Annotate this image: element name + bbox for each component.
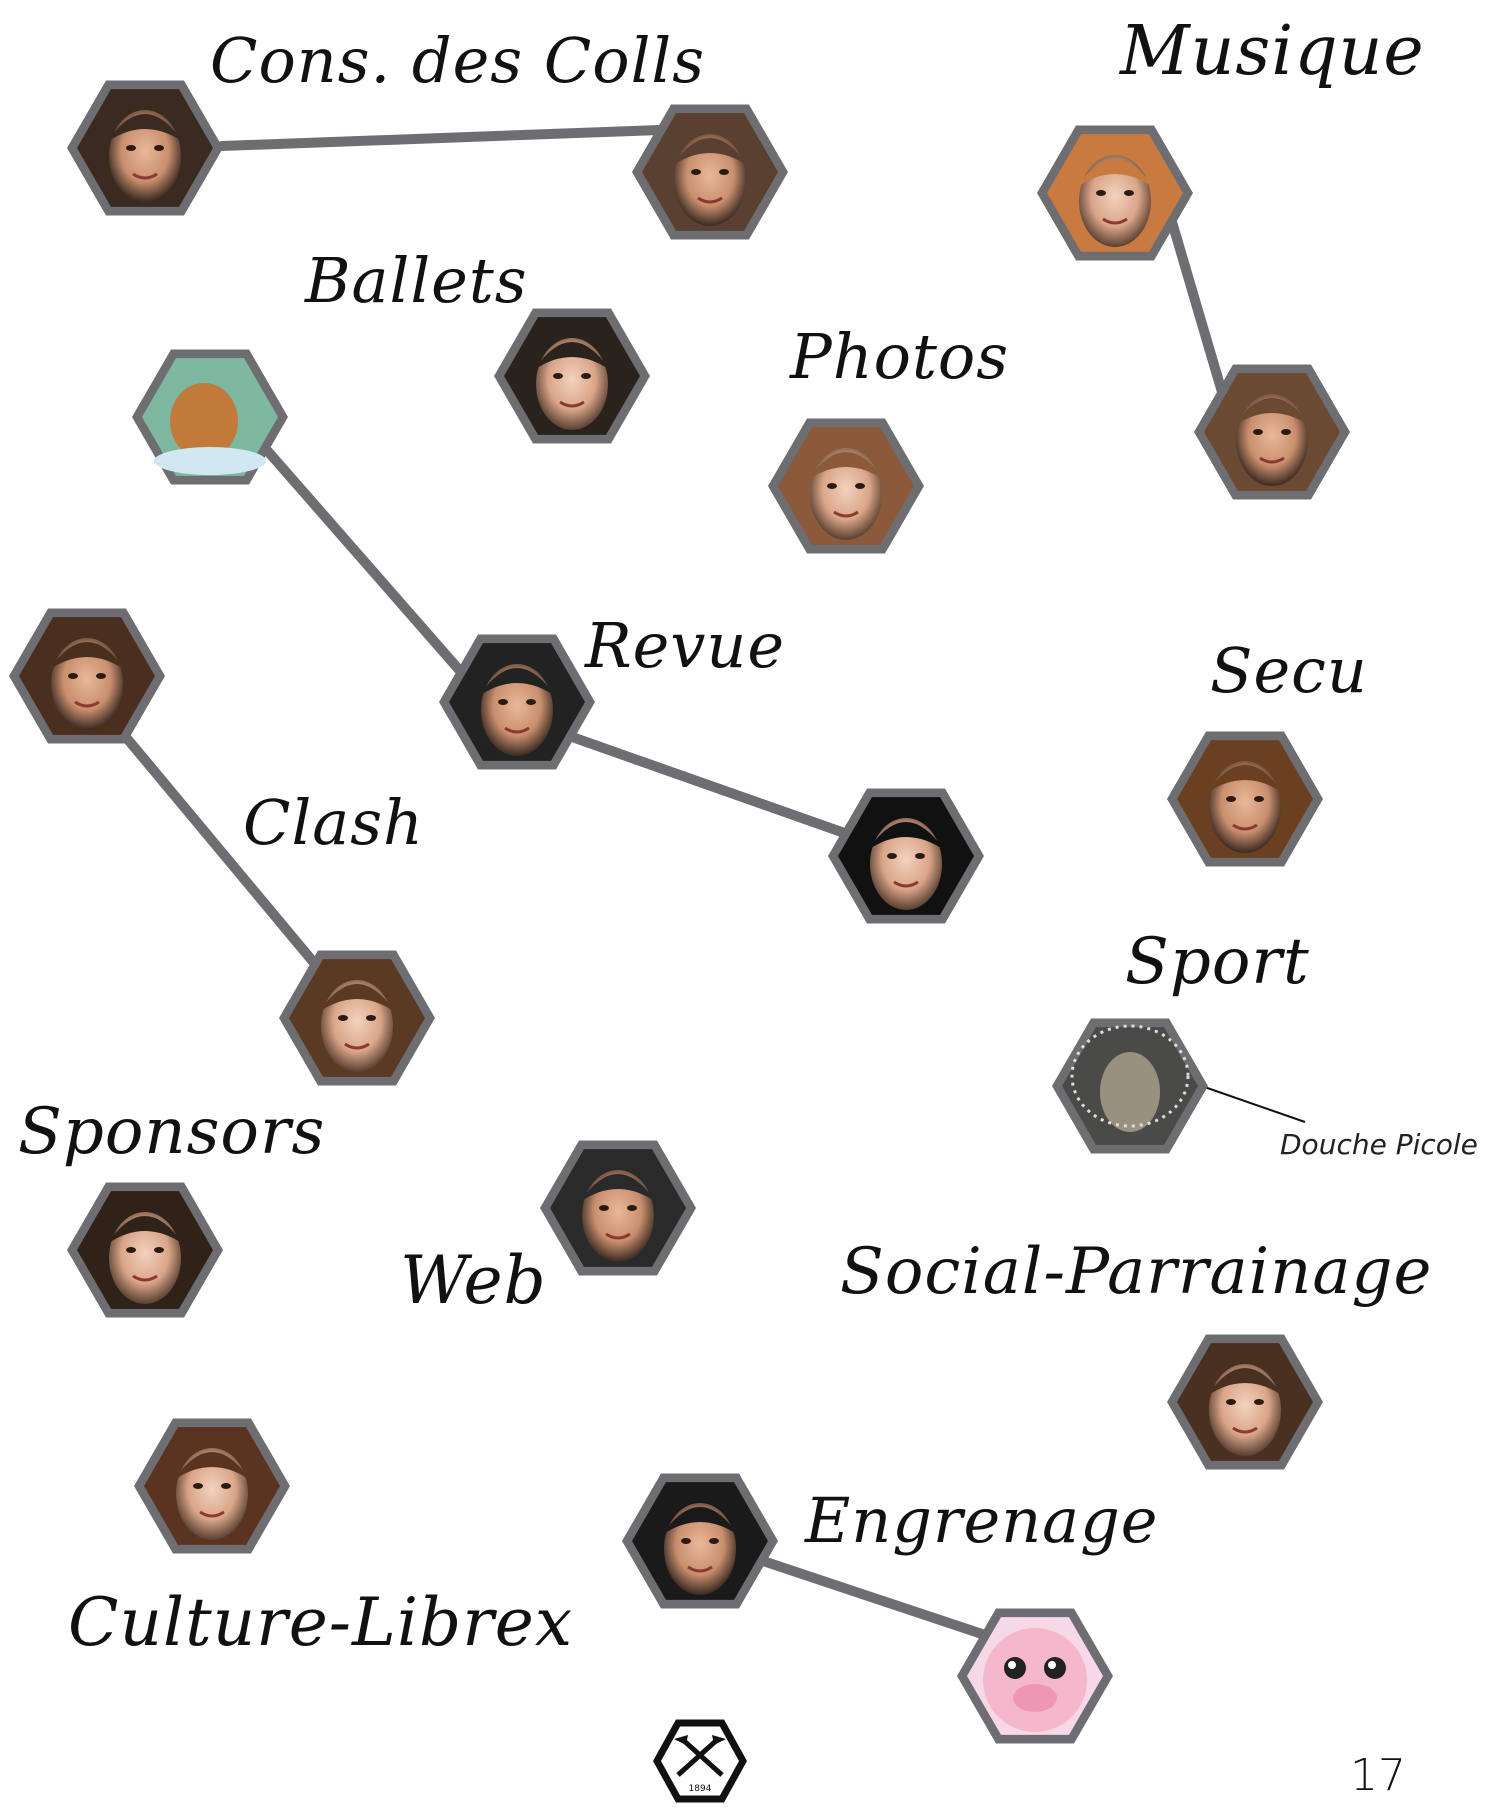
avatar-culture-librex [134,1418,290,1554]
group-label-revue: Revue [585,609,786,682]
avatar-sport [1052,1018,1208,1154]
connector-cons-des-colls [217,125,665,151]
page-number: 17 [1350,1750,1406,1801]
group-label-web: Web [400,1242,547,1319]
avatar-photos [768,418,924,554]
connector-musique [1167,217,1227,397]
club-logo: 1894 [653,1719,747,1803]
group-label-secu: Secu [1210,634,1368,707]
group-label-sport: Sport [1125,925,1310,999]
avatar-group [9,80,1350,1744]
logo-year: 1894 [689,1784,712,1794]
group-label-musique: Musique [1120,12,1425,91]
connector-revue-lower [570,733,855,840]
group-label-sponsors: Sponsors [18,1095,326,1169]
avatar-clash-2 [279,950,435,1086]
avatar-engrenage-pig [957,1608,1113,1744]
connector-lines [115,125,1227,1640]
avatar-revue-dog [132,349,288,485]
avatar-cons-des-colls-2 [632,104,788,240]
avatar-social-parrainage [1167,1334,1323,1470]
connector-engrenage [755,1555,990,1640]
avatar-engrenage-1 [622,1473,778,1609]
avatar-cons-des-colls-1 [67,80,223,216]
douche-picole-caption: Douche Picole [1280,1128,1478,1161]
group-label-cons-des-colls: Cons. des Colls [210,24,706,97]
avatar-musique-1 [1037,125,1193,261]
avatar-ballets [494,308,650,444]
avatar-revue-2 [828,788,984,924]
connector-clash [115,725,325,975]
group-label-culture-librex: Culture-Librex [68,1584,574,1661]
group-label-social-parrainage: Social-Parrainage [840,1235,1433,1309]
group-label-photos: Photos [790,320,1010,393]
connector-revue-upper [260,443,480,693]
avatar-revue-1 [439,634,595,770]
avatar-clash-1 [9,608,165,744]
avatar-musique-2 [1194,364,1350,500]
avatar-sponsors [67,1182,223,1318]
group-label-clash: Clash [243,786,424,859]
group-label-ballets: Ballets [305,244,528,317]
avatar-secu [1167,731,1323,867]
group-label-engrenage: Engrenage [805,1484,1159,1557]
avatar-web [540,1140,696,1276]
